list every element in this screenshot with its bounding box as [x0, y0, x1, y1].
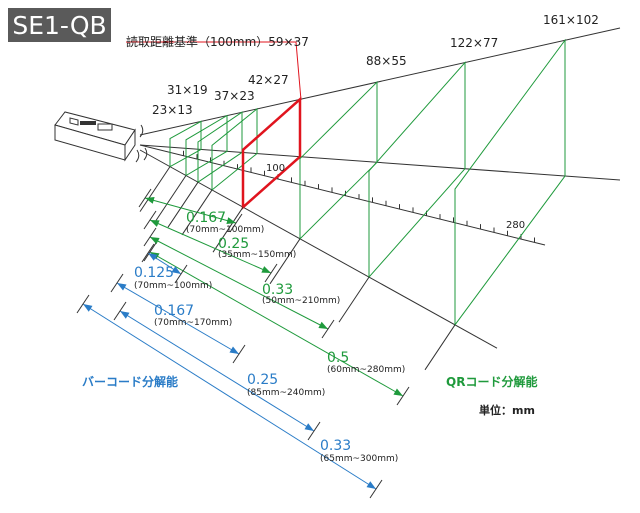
- dimension-arrow-line: [116, 282, 240, 355]
- dimension-end-tick: [143, 242, 157, 262]
- beam-floor-line: [139, 149, 498, 349]
- qr-res-range: (35mm~150mm): [218, 250, 297, 260]
- qr-res-value: 0.33: [262, 282, 294, 298]
- barcode-res-value: 0.125: [134, 265, 175, 281]
- dimension-arrows: [76, 188, 410, 499]
- arrowhead-icon: [393, 388, 403, 396]
- field-frame: [299, 80, 378, 241]
- barcode-res-range: (65mm~300mm): [320, 454, 399, 464]
- arrowhead-icon: [150, 220, 160, 227]
- dimension-end-tick: [396, 386, 410, 406]
- arrowhead-icon: [120, 311, 130, 319]
- qr-resolution-label: QRコード分解能: [446, 375, 538, 389]
- frame-size-88x55: 88×55: [366, 54, 407, 68]
- qr-res-value: 0.5: [327, 350, 350, 366]
- arrowhead-icon: [148, 253, 158, 261]
- arrowhead-icon: [261, 266, 271, 273]
- extension-line: [424, 324, 456, 371]
- extension-line: [167, 181, 199, 228]
- arrowhead-icon: [304, 423, 314, 431]
- barcode-res-range: (85mm~240mm): [247, 388, 326, 398]
- dimension-end-tick: [143, 210, 157, 230]
- dimension-arrow-line: [149, 219, 272, 274]
- arrowhead-icon: [117, 283, 127, 291]
- dimension-arrow-line: [119, 310, 315, 432]
- beam-top-line: [139, 27, 621, 136]
- barcode-res-range: (70mm~100mm): [134, 281, 213, 291]
- beam-center-line: [139, 144, 621, 181]
- axis-tick-280: 280: [506, 220, 526, 231]
- extension-line: [155, 175, 187, 221]
- arrowhead-icon: [318, 321, 328, 329]
- dimension-end-tick: [307, 421, 321, 441]
- frame-size-42x27: 42×27: [248, 73, 289, 87]
- arrowhead-icon: [366, 481, 376, 489]
- model-title: SE1-QB: [8, 8, 111, 42]
- extension-line: [139, 166, 171, 212]
- barcode-res-value: 0.167: [154, 303, 195, 319]
- dimension-end-tick: [264, 263, 278, 283]
- arrowhead-icon: [229, 346, 239, 354]
- dimension-end-tick: [138, 188, 152, 208]
- frame-size-122x77: 122×77: [450, 36, 499, 50]
- beam-lines: [139, 27, 621, 349]
- field-frame: [368, 61, 466, 279]
- arrowhead-icon: [83, 304, 93, 312]
- qr-res-value: 0.167: [186, 210, 227, 226]
- field-frame: [197, 111, 243, 184]
- frame-size-37x23: 37×23: [214, 89, 255, 103]
- dimension-end-tick: [141, 243, 155, 263]
- arrowhead-icon: [150, 237, 160, 245]
- dimension-end-tick: [229, 213, 243, 233]
- dimension-arrow-line: [149, 236, 329, 330]
- dimension-end-tick: [174, 264, 188, 284]
- dimension-arrow-line: [144, 197, 237, 224]
- dimension-arrow-line: [82, 303, 377, 490]
- dimension-end-tick: [113, 301, 127, 321]
- barcode-res-range: (70mm~170mm): [154, 318, 233, 328]
- field-frame: [211, 107, 258, 192]
- dimension-end-tick: [369, 479, 383, 499]
- arrowhead-icon: [171, 266, 181, 274]
- extension-line: [338, 276, 370, 323]
- qr-res-range: (50mm~210mm): [262, 296, 341, 306]
- barcode-resolution-label: バーコード分解能: [82, 375, 179, 389]
- field-frame: [454, 38, 566, 327]
- dimension-end-tick: [76, 294, 90, 314]
- frame-size-23x13: 23×13: [152, 103, 193, 117]
- frame-size-161x102: 161×102: [543, 13, 599, 27]
- qr-res-value: 0.25: [218, 236, 250, 252]
- reference-leader-line: [126, 41, 302, 101]
- reference-distance-label: 読取距離基準（100mm）59×37: [126, 35, 309, 49]
- dimension-end-tick: [143, 227, 157, 247]
- dimension-end-tick: [321, 319, 335, 339]
- dimension-end-tick: [110, 273, 124, 293]
- frame-size-31x19: 31×19: [167, 83, 208, 97]
- arrowhead-icon: [145, 197, 155, 204]
- extension-line: [212, 206, 244, 253]
- scanner-device-icon: [54, 111, 148, 163]
- barcode-res-value: 0.25: [247, 372, 279, 388]
- field-frames: [139, 38, 566, 371]
- axis-tick-100: 100: [266, 163, 286, 174]
- barcode-res-value: 0.33: [320, 438, 352, 454]
- qr-res-range: (60mm~280mm): [327, 365, 406, 375]
- arrowhead-icon: [226, 217, 236, 224]
- extension-line: [269, 238, 301, 285]
- dimension-end-tick: [232, 344, 246, 364]
- dimension-arrow-line: [149, 251, 404, 397]
- qr-res-range: (70mm~100mm): [186, 225, 265, 235]
- distance-axis-line: [139, 144, 546, 246]
- unit-label: 単位：mm: [479, 404, 535, 417]
